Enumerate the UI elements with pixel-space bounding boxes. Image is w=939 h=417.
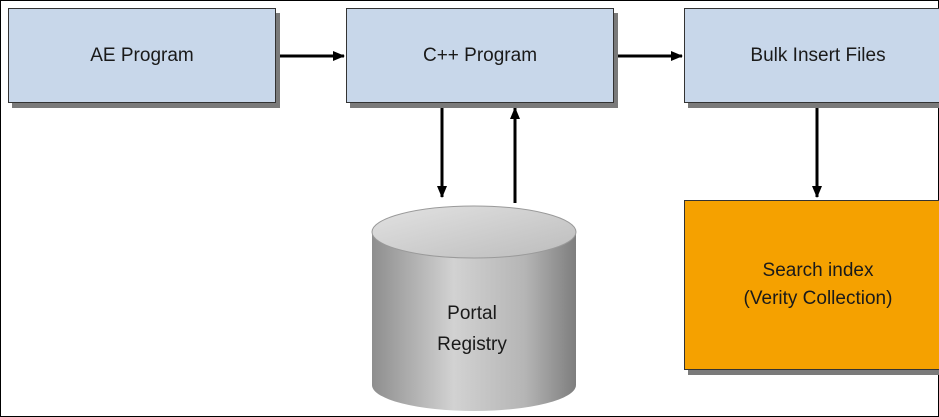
search-index-label-line2: (Verity Collection) (743, 288, 893, 309)
database-cylinder-body (372, 232, 576, 411)
database-cylinder-top (371, 205, 577, 259)
bulk-insert-files-label: Bulk Insert Files (750, 44, 886, 66)
portal-registry-database (371, 205, 577, 411)
cpp-program-label: C++ Program (422, 44, 538, 66)
cpp-program-node: C++ Program (346, 8, 614, 103)
search-index-label-line1: Search index (762, 260, 874, 281)
ae-program-label: AE Program (90, 44, 194, 66)
portal-registry-label-line2: Registry (437, 334, 507, 355)
bulk-insert-files-node: Bulk Insert Files (684, 8, 939, 103)
portal-registry-label: Portal Registry (412, 298, 532, 360)
ae-program-node: AE Program (8, 8, 276, 103)
portal-registry-label-line1: Portal (447, 303, 497, 324)
search-index-node: Search index (Verity Collection) (684, 200, 939, 370)
